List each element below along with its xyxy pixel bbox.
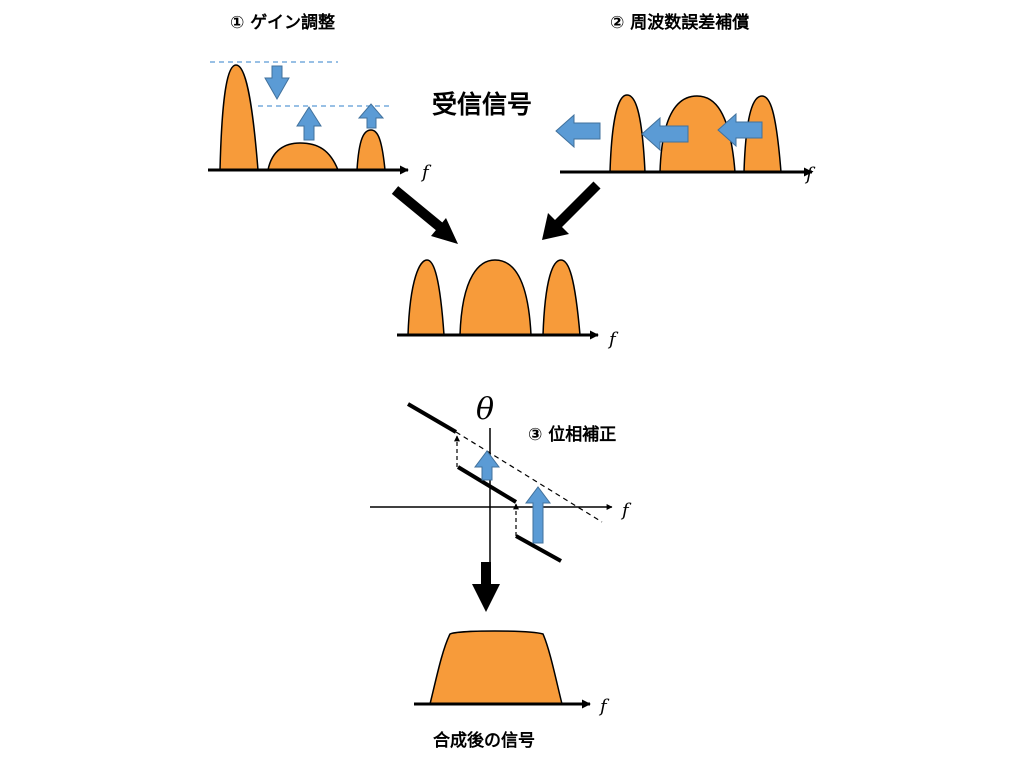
combine-arrow-shaft xyxy=(481,562,491,586)
step2-title: ② 周波数誤差補償 xyxy=(610,12,749,33)
gain-peak-right xyxy=(356,129,386,171)
step3-title: ③ 位相補正 xyxy=(528,424,616,445)
arrow-left-icon xyxy=(555,113,601,149)
arrow-up-icon xyxy=(357,103,385,129)
gain-spectrum xyxy=(208,61,409,175)
step1-title: ① ゲイン調整 xyxy=(230,12,335,33)
arrow-down-icon xyxy=(472,584,500,612)
arrow-diagonal-icon xyxy=(431,218,458,244)
phase-target-line xyxy=(455,431,603,523)
freq-spectrum xyxy=(555,94,813,177)
arrow-left-icon xyxy=(717,112,763,148)
phase-segment-3 xyxy=(515,534,562,563)
gain-peak-mid xyxy=(267,142,340,171)
arrow-diagonal-icon xyxy=(542,213,569,240)
phase-segment-2 xyxy=(456,465,518,504)
freq-freq-label: f xyxy=(804,164,816,185)
phase-segment-1 xyxy=(406,402,458,434)
aligned-spectrum xyxy=(397,259,599,340)
gain-peak-left xyxy=(219,64,259,171)
arrow-up-icon xyxy=(474,450,500,481)
arrow-up-icon xyxy=(525,486,551,544)
combined-freq-label: f xyxy=(598,696,610,717)
combined-spectrum xyxy=(414,630,591,709)
aligned-peak-mid xyxy=(459,259,532,336)
aligned-freq-label: f xyxy=(607,329,619,350)
phase-freq-label: f xyxy=(620,500,632,521)
combined-signal-shape xyxy=(429,630,563,705)
arrow-up-icon xyxy=(296,106,322,141)
gain-freq-label: f xyxy=(420,162,432,183)
phase-plot xyxy=(370,402,613,575)
aligned-peak-left xyxy=(407,259,445,336)
combined-signal-label: 合成後の信号 xyxy=(433,730,535,751)
flow-arrow-left-shaft xyxy=(391,186,450,236)
arrow-down-icon xyxy=(264,65,290,101)
arrow-left-icon xyxy=(641,116,689,152)
theta-label: θ xyxy=(476,392,494,427)
freq-peak-left xyxy=(609,94,646,173)
received-signal-label: 受信信号 xyxy=(432,90,532,119)
flow-arrow-right-shaft xyxy=(552,181,601,230)
aligned-peak-right xyxy=(542,259,581,336)
